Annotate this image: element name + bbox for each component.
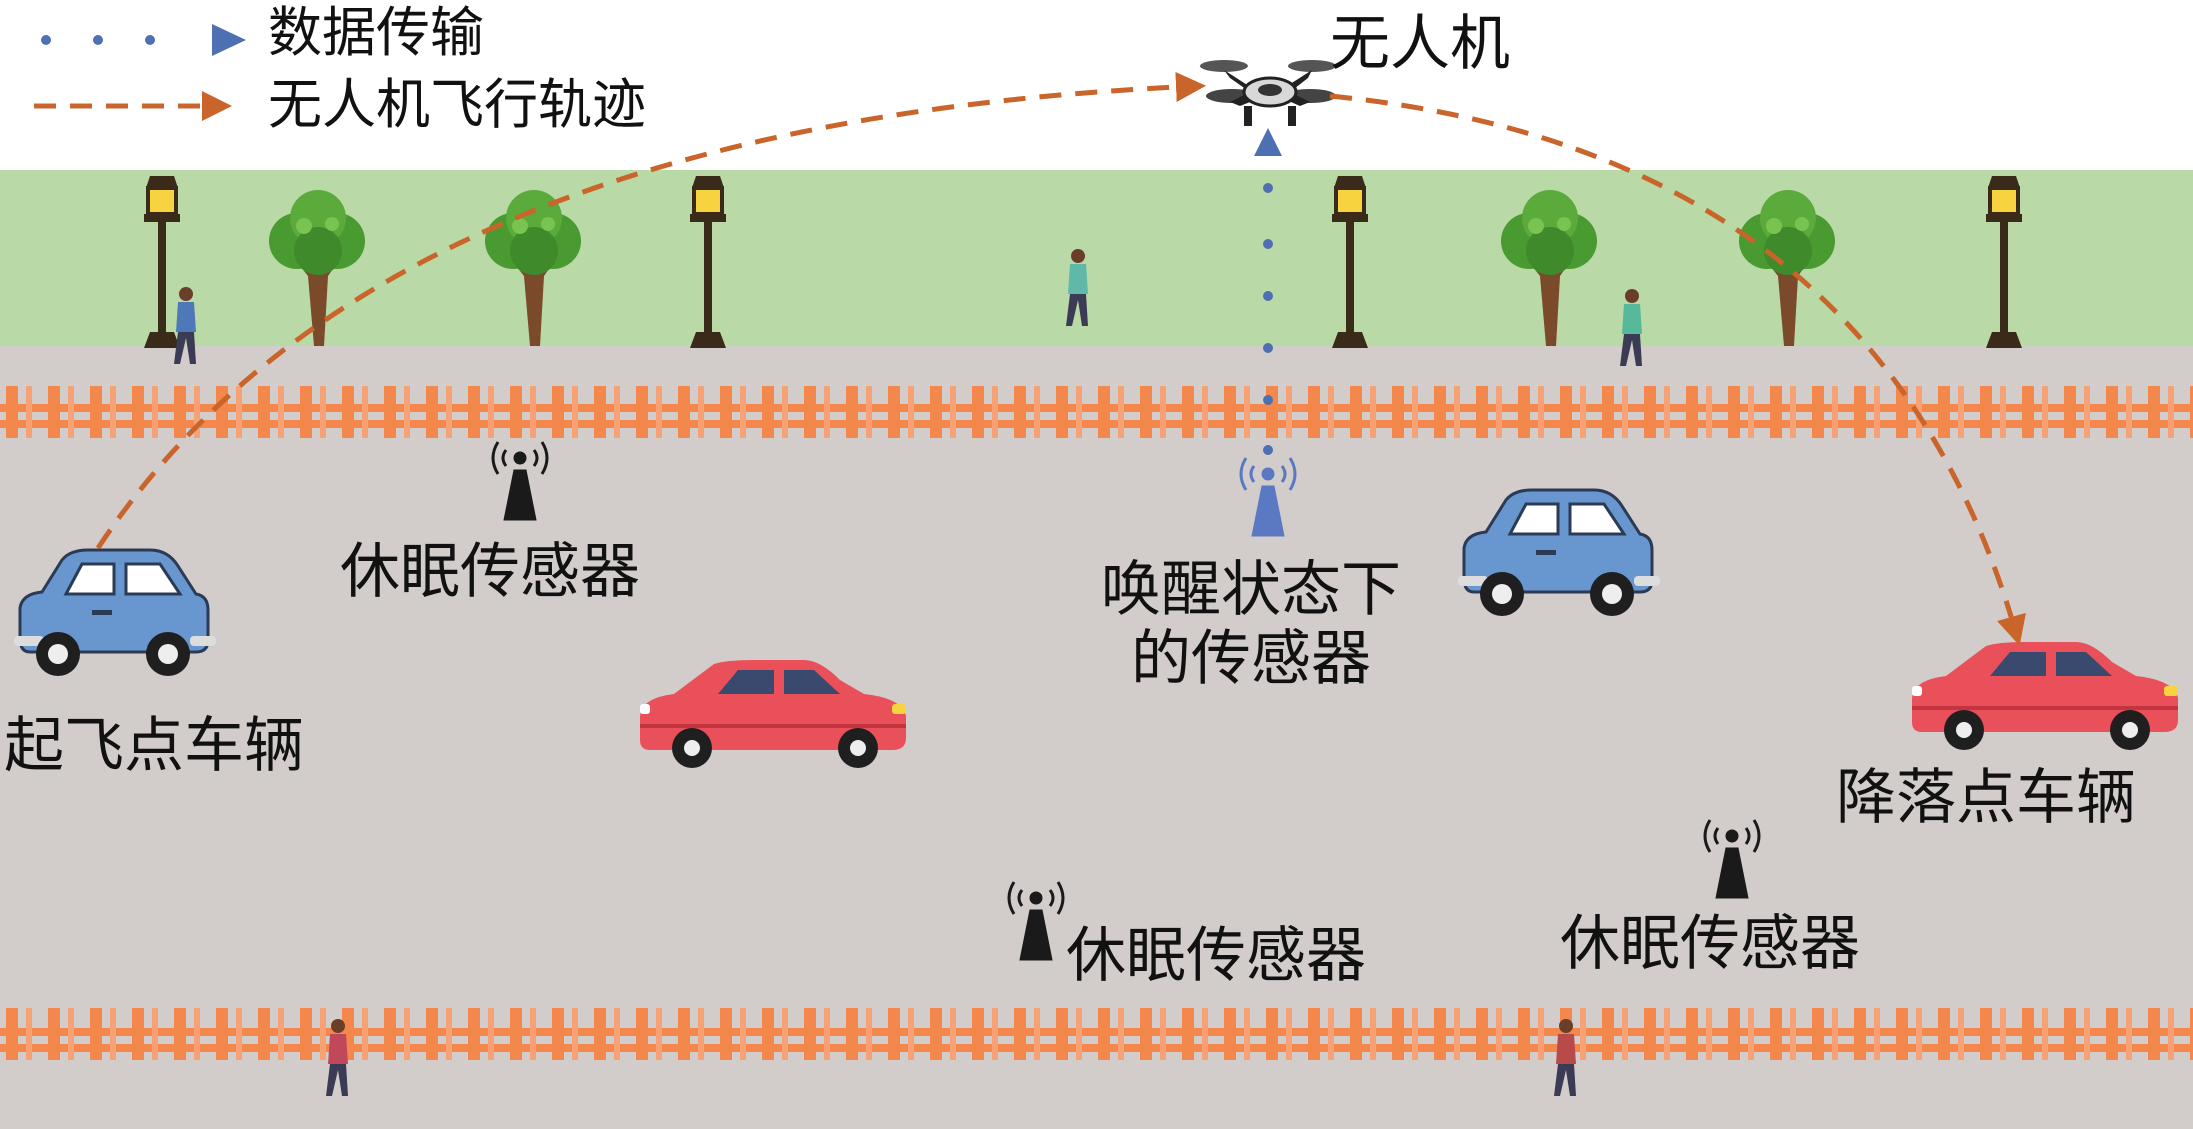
- bottom-fence: [0, 1008, 2193, 1060]
- sleep-sensor-label-bottom-left: 休眠传感器: [1066, 921, 1366, 991]
- uav-trajectory-right: [1329, 93, 2026, 646]
- sleep-sensor-label-top: 休眠传感器: [340, 537, 640, 607]
- road-area: [0, 346, 2193, 1129]
- data-transmission-line: [1254, 128, 1282, 455]
- top-fence: [0, 386, 2193, 438]
- sleep-sensor-label-bottom-right: 休眠传感器: [1560, 909, 1860, 979]
- landing-vehicle-label: 降落点车辆: [1836, 763, 2136, 833]
- legend-transmission-mark: [41, 24, 246, 56]
- legend-uav-trajectory-label: 无人机飞行轨迹: [268, 73, 646, 136]
- legend-data-transmission-label: 数据传输: [268, 1, 484, 64]
- awake-sensor-label-line2: 的传感器: [1131, 624, 1371, 694]
- awake-sensor-label: 唤醒状态下 的传感器: [1086, 556, 1416, 694]
- uav-label: 无人机: [1330, 9, 1510, 79]
- sky-band: [0, 0, 2193, 170]
- uav-trajectory-left: [95, 72, 1206, 550]
- awake-sensor-label-line1: 唤醒状态下: [1101, 555, 1401, 625]
- takeoff-vehicle-label: 起飞点车辆: [4, 711, 304, 781]
